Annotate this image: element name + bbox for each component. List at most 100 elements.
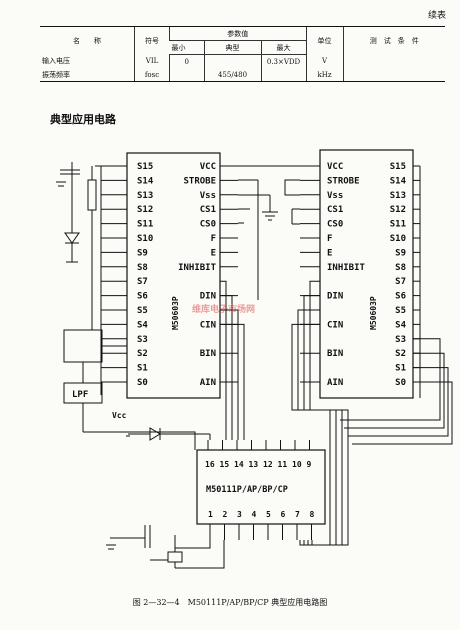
data-line (344, 352, 445, 429)
right-chip-pin: INHIBIT (327, 263, 366, 273)
left-chip-pin: VCC (200, 162, 216, 172)
left-chip-pin: STROBE (183, 176, 216, 186)
header-symbol: 符号 (134, 26, 170, 55)
continued-label: 续表 (427, 11, 446, 21)
left-chip-pin: S14 (137, 176, 154, 186)
data-line (220, 323, 245, 440)
right-chip-pin: E (327, 248, 332, 258)
data-line (220, 309, 239, 440)
right-chip-pin: AIN (327, 378, 343, 388)
header-max: 最大 (260, 40, 306, 55)
left-chip-pin: S7 (137, 277, 148, 287)
bottom-chip-pin: 7 (295, 510, 300, 519)
left-chip-body (126, 152, 221, 399)
left-chip-pin: S3 (137, 335, 148, 345)
data-line (220, 280, 227, 440)
right-chip-pin: DIN (327, 292, 343, 302)
bottom-chip-pin: 11 (278, 460, 288, 469)
left-chip-pin: S6 (137, 292, 148, 302)
right-chip-pin: S15 (390, 162, 406, 172)
left-chip-pin: S11 (137, 220, 153, 230)
wire (83, 431, 196, 450)
bottom-chip-pin: 12 (263, 460, 273, 469)
right-chip-part: M50603P (369, 296, 378, 330)
right-chip-pin: S2 (395, 349, 406, 359)
left-chip-pin: CS0 (200, 220, 216, 230)
data-line (220, 295, 233, 440)
figure-caption: 图 2—32—4 M50111P/AP/BP/CP 典型应用电路图 (132, 598, 328, 607)
bottom-chip-pin: 2 (223, 510, 228, 519)
left-chip-pin: S10 (137, 234, 153, 244)
header-min: 最小 (169, 40, 204, 55)
left-chip-pin: DIN (200, 292, 216, 302)
left-chip-pin: AIN (200, 378, 216, 388)
bottom-chip-pin: 4 (252, 510, 257, 519)
data-line (340, 338, 441, 421)
data-line (352, 381, 453, 445)
header-typ: 典型 (203, 40, 261, 55)
left-chip-pin: S4 (137, 320, 148, 330)
left-chip-pin: S12 (137, 205, 153, 215)
left-chip-pin: S15 (137, 162, 153, 172)
parameter-table: 名 称 符号 参数值 单位 测 试 条 件 最小 典型 最大 输入电压 VIL … (40, 26, 445, 82)
data-line (291, 323, 349, 546)
led-diode (64, 232, 80, 244)
header-cond: 测 试 条 件 (342, 26, 445, 55)
right-chip-pin: S6 (395, 292, 406, 302)
left-chip-pin: Vss (200, 191, 216, 201)
filter-block (63, 329, 103, 363)
right-chip-pin: CIN (327, 320, 343, 330)
right-chip-pin: BIN (327, 349, 343, 359)
data-line (348, 367, 449, 437)
left-chip-pin: CIN (200, 320, 216, 330)
header-unit: 单位 (305, 26, 343, 55)
right-chip-pin: S7 (395, 277, 406, 287)
crystal (167, 551, 183, 563)
left-chip-pin: S2 (137, 349, 148, 359)
left-chip-pin: S5 (137, 306, 148, 316)
right-chip-pin: Vss (327, 191, 343, 201)
left-chip-pin: S1 (137, 364, 148, 374)
right-chip-pin: S9 (395, 248, 406, 258)
header-name: 名 称 (40, 26, 135, 55)
left-chip-pin: BIN (200, 349, 216, 359)
header-params: 参数值 (169, 26, 306, 41)
bottom-chip-pin: 16 (205, 460, 215, 469)
right-chip-pin: S13 (390, 191, 406, 201)
left-chip-pin: F (211, 234, 216, 244)
section-title: 典型应用电路 (50, 113, 116, 126)
diode (149, 427, 161, 441)
bottom-chip-part: M50111P/AP/BP/CP (206, 485, 288, 495)
right-chip-pin: S5 (395, 306, 406, 316)
left-chip-part: M50603P (171, 296, 180, 330)
left-chip-pin: CS1 (200, 205, 216, 215)
left-chip-pin: E (211, 248, 216, 258)
resistor (87, 179, 97, 211)
vcc-label: Vcc (112, 411, 127, 420)
right-chip-pin: S11 (390, 220, 406, 230)
bottom-chip-pin: 6 (281, 510, 286, 519)
bottom-chip-pin: 10 (292, 460, 302, 469)
watermark: 维库电子市场网 (192, 305, 256, 315)
right-chip-pin: VCC (327, 162, 343, 172)
right-chip-pin: F (327, 234, 332, 244)
left-chip-pin: S9 (137, 248, 148, 258)
left-chip-pin: S0 (137, 378, 148, 388)
bottom-chip-pin: 5 (266, 510, 271, 519)
right-chip-pin: S3 (395, 335, 406, 345)
right-chip-pin: S8 (395, 263, 406, 273)
bottom-chip-pin: 14 (234, 460, 244, 469)
bottom-chip-pin: 15 (220, 460, 230, 469)
bottom-chip-pin: 9 (307, 460, 312, 469)
right-chip-pin: CS0 (327, 220, 343, 230)
bottom-chip-pin: 1 (208, 510, 213, 519)
right-chip-pin: S10 (390, 234, 406, 244)
wire (175, 540, 225, 569)
right-chip-pin: STROBE (327, 176, 360, 186)
right-chip-pin: S14 (390, 176, 407, 186)
table-row: 振荡频率 fosc 455/480 kHz (40, 68, 445, 82)
right-chip-pin: S4 (395, 320, 406, 330)
bottom-chip-pin: 13 (249, 460, 259, 469)
